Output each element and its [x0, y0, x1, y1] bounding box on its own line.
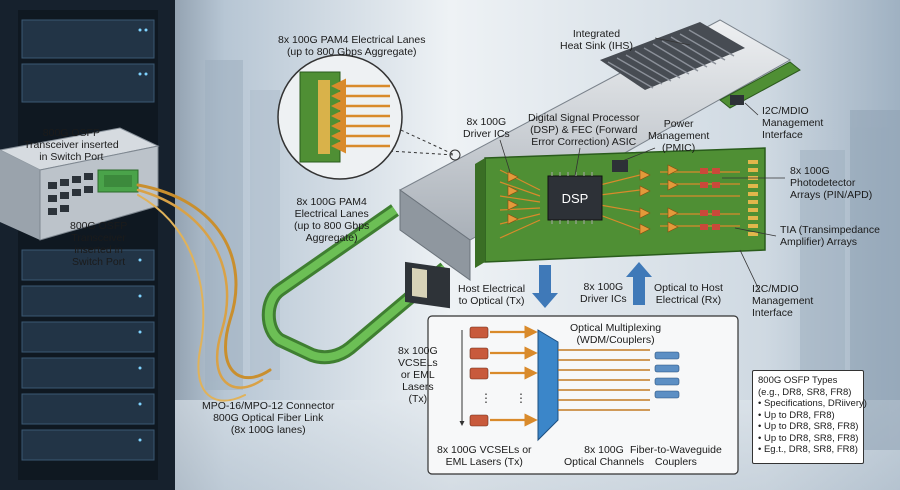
label-pam4-bottom: 8x 100G PAM4 Electrical Lanes (up to 800… [294, 196, 370, 244]
label-driver-top: 8x 100G Driver ICs [463, 116, 510, 140]
wdm-multiplexer [537, 329, 559, 442]
label-vcsel-bottom: 8x 100G VCSELs or EML Lasers (Tx) [437, 444, 532, 468]
label-driver-bottom: 8x 100G Driver ICs [580, 281, 627, 305]
label-dsp: Digital Signal Processor (DSP) & FEC (Fo… [528, 112, 640, 148]
label-couplers: Fiber-to-Waveguide Couplers [630, 444, 722, 468]
label-osfp-switch-top: 800G OSFP Transceiver inserted in Switch… [24, 127, 119, 163]
svg-text:⋮: ⋮ [515, 391, 527, 405]
label-optical-rx: Optical to Host Electrical (Rx) [654, 282, 723, 306]
callout-leaders [499, 37, 785, 293]
management-board [719, 61, 801, 109]
osfp-types-box: 800G OSFP Types (e.g., DR8, SR8, FR8) • … [752, 370, 867, 464]
label-heat-sink: Integrated Heat Sink (IHS) [560, 28, 633, 52]
laser-array: ⋮ ⋮ [469, 325, 538, 427]
server-rack [0, 0, 175, 490]
tx-flow-arrow [532, 265, 558, 308]
waveguide-couplers [654, 351, 680, 399]
main-pcb: DSP [475, 147, 766, 268]
pmic-chip [612, 160, 628, 172]
flow-arrows [532, 262, 652, 308]
pam4-magnifier [277, 54, 461, 180]
optical-inset-panel: ⋮ ⋮ [427, 315, 739, 475]
fiber-cables [136, 183, 272, 402]
label-optical-channels: 8x 100G Optical Channels [564, 444, 644, 468]
label-pmic: Power Management (PMIC) [648, 118, 710, 154]
network-switch [0, 127, 160, 241]
pull-tab-handle [261, 204, 450, 365]
label-osfp-switch-bottom: 800G OSFP Transceiver inserted in Switch… [70, 220, 128, 268]
optical-channels [558, 349, 650, 411]
label-tia: TIA (Transimpedance Amplifier) Arrays [780, 224, 880, 248]
label-mpo-connector: MPO-16/MPO-12 Connector 800G Optical Fib… [202, 400, 335, 436]
label-i2c-bottom: I2C/MDIO Management Interface [752, 283, 814, 319]
rx-flow-arrow [626, 262, 652, 305]
label-optical-mux: Optical Multiplexing (WDM/Couplers) [570, 322, 662, 346]
dsp-chip [547, 175, 603, 221]
svg-text:⋮: ⋮ [480, 391, 492, 405]
label-vcsel-left: 8x 100G VCSELs or EML Lasers (Tx) [398, 345, 438, 405]
dsp-chip-label: DSP [562, 191, 589, 206]
heat-sink [600, 22, 745, 90]
label-i2c-top: I2C/MDIO Management Interface [762, 105, 824, 141]
label-photodetector: 8x 100G Photodetector Arrays (PIN/APD) [790, 165, 873, 201]
label-host-tx: Host Electrical to Optical (Tx) [458, 283, 526, 307]
label-pam4-top: 8x 100G PAM4 Electrical Lanes (up to 800… [278, 34, 426, 58]
